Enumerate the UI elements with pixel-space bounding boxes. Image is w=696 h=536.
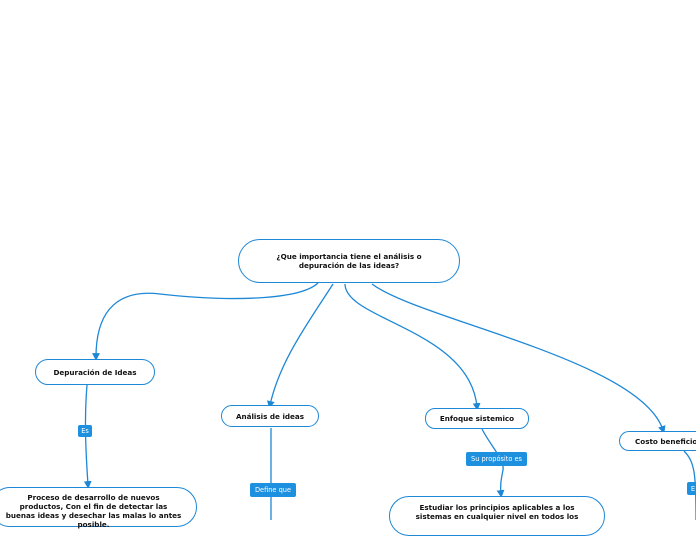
connector-root-analisis [267,283,334,409]
node-depuracion-label: Depuración de Ideas [53,367,137,377]
node-depuracion-de-ideas[interactable]: Depuración de Ideas [35,359,155,385]
connector-root-enfoque [344,283,481,411]
connector-enfoque-desc [481,428,505,498]
tag-su-proposito-es[interactable]: Su propósito es [466,452,527,466]
tag-es[interactable]: Es [78,425,92,437]
connector-root-depuracion [92,282,319,361]
node-costo-label: Costo beneficio [635,436,696,446]
root-node[interactable]: ¿Que importancia tiene el análisis o dep… [238,239,460,283]
node-analisis-label: Análisis de ideas [235,411,305,421]
node-costo-beneficio[interactable]: Costo beneficio [619,431,696,451]
connector-root-costo [371,283,666,434]
node-enfoque-label: Enfoque sistemico [439,414,515,423]
node-enfoque-description[interactable]: Estudiar los principios aplicables a los… [389,496,605,536]
root-node-label: ¿Que importancia tiene el análisis o dep… [276,252,422,270]
tag-costo-beneficio-partial[interactable]: E [687,482,696,495]
node-depuracion-description[interactable]: Proceso de desarrollo de nuevos producto… [0,487,197,529]
node-enfoque-description-text: Estudiar los principios aplicables a los… [415,503,579,521]
tag-define-que[interactable]: Define que [250,483,296,497]
node-depuracion-description-text: Proceso de desarrollo de nuevos producto… [5,493,182,529]
node-enfoque-sistemico[interactable]: Enfoque sistemico [425,408,529,429]
node-analisis-de-ideas[interactable]: Análisis de ideas [221,405,319,427]
